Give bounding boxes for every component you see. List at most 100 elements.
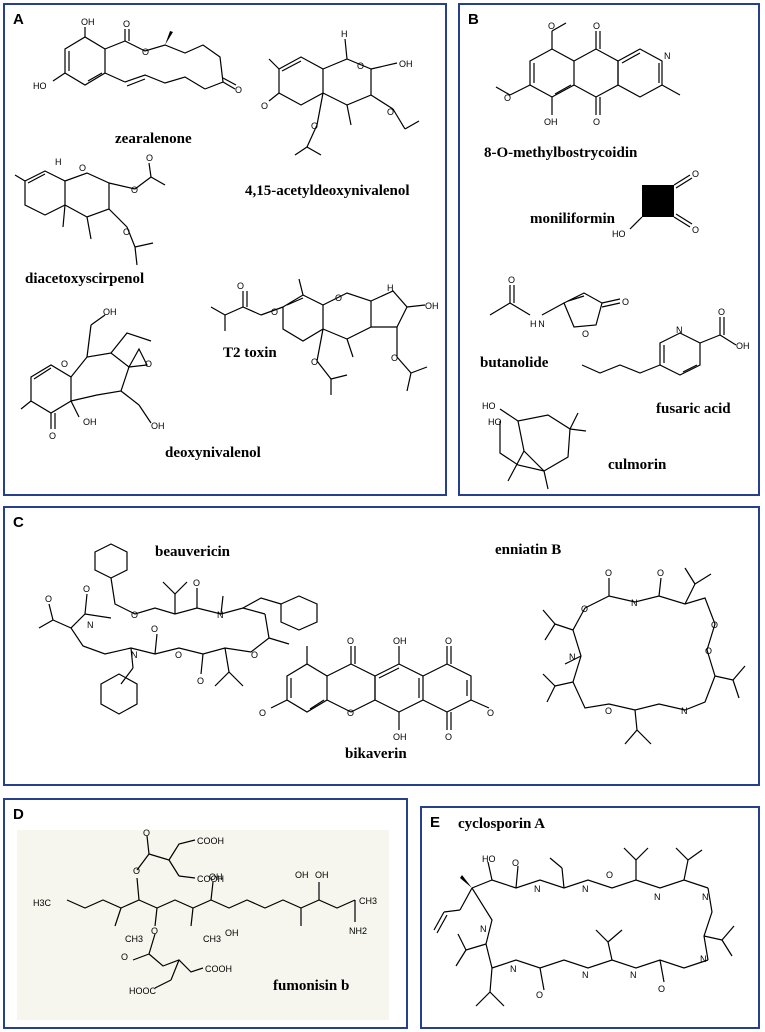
svg-text:O: O [151, 926, 158, 936]
compound-name: zearalenone [115, 131, 192, 147]
beauvericin-atoms: N O O N O O O N O O O [45, 578, 258, 686]
svg-text:NH2: NH2 [349, 926, 367, 936]
svg-text:HO: HO [482, 401, 496, 411]
svg-text:OH: OH [209, 872, 223, 882]
beauvericin-structure [38, 543, 318, 715]
svg-text:O: O [658, 984, 665, 994]
svg-text:O: O [251, 650, 258, 660]
panel-c-label: C [13, 514, 24, 531]
compound-name: culmorin [608, 457, 667, 473]
svg-text:HO: HO [482, 854, 496, 864]
svg-text:O: O [387, 107, 394, 117]
cyclosporin-a-structure [433, 847, 735, 1007]
svg-text:O: O [357, 61, 364, 71]
svg-text:H3C: H3C [33, 898, 52, 908]
compound-name: deoxynivalenol [165, 445, 261, 461]
svg-text:OH: OH [399, 59, 413, 69]
svg-text:O: O [581, 604, 588, 614]
svg-text:O: O [445, 732, 452, 742]
compound-name: enniatin B [495, 542, 562, 558]
svg-text:OH: OH [544, 117, 558, 127]
panel-e: E cyclosporin A HO O N N O N N N [420, 806, 760, 1029]
fusaric-acid-atoms: N O OH [676, 307, 750, 351]
acetyldeoxynivalenol-atoms: O H OH O O O [261, 29, 413, 131]
deoxynivalenol-atoms: OH O O O OH OH [49, 307, 165, 441]
svg-text:HO: HO [488, 417, 502, 427]
svg-text:O: O [311, 357, 318, 367]
svg-text:O: O [622, 297, 629, 307]
svg-text:H: H [387, 283, 394, 293]
svg-text:N: N [676, 325, 683, 335]
moniliformin-structure [629, 174, 693, 230]
svg-text:O: O [508, 275, 515, 285]
panel-a-label: A [13, 11, 24, 28]
svg-text:O: O [705, 646, 712, 656]
svg-text:HO: HO [33, 81, 47, 91]
svg-text:CH3: CH3 [359, 896, 377, 906]
svg-text:O: O [133, 866, 140, 876]
compound-name: beauvericin [155, 544, 230, 560]
svg-text:N: N [664, 51, 671, 61]
svg-text:O: O [193, 578, 200, 588]
svg-text:OH: OH [225, 928, 239, 938]
svg-text:O: O [131, 610, 138, 620]
svg-text:OH: OH [425, 301, 439, 311]
svg-text:O: O [259, 708, 266, 718]
svg-text:OH: OH [315, 870, 329, 880]
svg-text:O: O [123, 19, 130, 29]
svg-text:O: O [142, 47, 149, 57]
svg-text:CH3: CH3 [203, 934, 221, 944]
svg-text:O: O [711, 620, 718, 630]
svg-text:O: O [175, 650, 182, 660]
svg-text:O: O [347, 636, 354, 646]
svg-text:O: O [235, 85, 242, 95]
compound-name: moniliformin [530, 211, 615, 227]
svg-text:N: N [217, 610, 224, 620]
svg-text:O: O [657, 568, 664, 578]
compound-name: fusaric acid [656, 401, 731, 417]
svg-text:N: N [510, 964, 517, 974]
svg-text:O: O [83, 584, 90, 594]
diacetoxyscirpenol-structure [14, 162, 166, 266]
compound-name: bikaverin [345, 746, 407, 762]
enniatin-b-structure [542, 567, 746, 745]
svg-text:N: N [630, 970, 637, 980]
compound-name: 4,15-acetyldeoxynivalenol [245, 183, 410, 199]
svg-text:N: N [569, 652, 576, 662]
svg-text:O: O [692, 169, 699, 179]
compound-name: T2 toxin [223, 345, 277, 361]
svg-text:COOH: COOH [205, 964, 232, 974]
svg-text:OH: OH [83, 417, 97, 427]
svg-text:O: O [335, 293, 342, 303]
svg-text:N: N [534, 884, 541, 894]
svg-text:O: O [606, 870, 613, 880]
svg-text:H: H [341, 29, 348, 39]
svg-text:O: O [61, 359, 68, 369]
svg-text:O: O [237, 281, 244, 291]
fumonisin-atoms: H3C CH3 CH3 O O O COOH COOH OH OH OH OH … [33, 828, 377, 996]
svg-text:OH: OH [393, 636, 407, 646]
t2-toxin-atoms: O O O OH H O O [237, 281, 439, 367]
panel-a: A OH HO O O O zearalenone O H OH [3, 3, 447, 496]
svg-text:O: O [548, 21, 555, 31]
svg-text:O: O [311, 121, 318, 131]
fumonisin-structure [66, 835, 356, 989]
svg-text:O: O [391, 353, 398, 363]
svg-text:N: N [582, 884, 589, 894]
svg-text:H: H [55, 157, 62, 167]
svg-text:O: O [582, 329, 589, 339]
diacetoxyscirpenol-atoms: H O O O O [55, 153, 153, 237]
svg-text:N: N [582, 970, 589, 980]
svg-text:O: O [487, 708, 494, 718]
svg-text:O: O [271, 307, 278, 317]
svg-text:N: N [131, 650, 138, 660]
svg-text:O: O [45, 594, 52, 604]
svg-text:O: O [146, 153, 153, 163]
svg-text:O: O [605, 568, 612, 578]
svg-text:O: O [605, 706, 612, 716]
zearalenone-atoms: OH HO O O O [33, 17, 242, 95]
svg-text:O: O [151, 624, 158, 634]
svg-text:H N: H N [530, 319, 545, 329]
svg-text:COOH: COOH [197, 874, 224, 884]
